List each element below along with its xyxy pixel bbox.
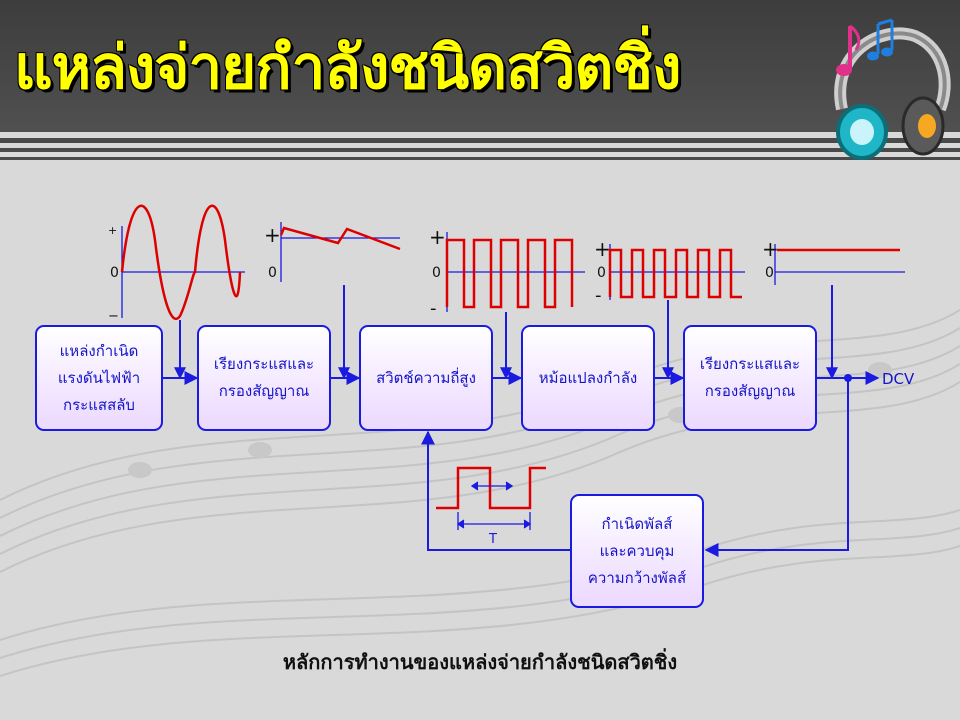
sine-wave [120,204,242,320]
header-stripe [0,148,960,152]
block-ac-source: แหล่งกำเนิด แรงดันไฟฟ้า กระแสสลับ [35,325,163,431]
block-rectifier-filter-2: เรียงกระแสและ กรองสัญญาณ [683,325,817,431]
music-note-icon [836,18,894,76]
square-minus-label: - [430,298,437,319]
dc-plus-label: + [264,223,281,247]
block-power-transformer: หม้อแปลงกำลัง [521,325,655,431]
block-rectifier-filter-1: เรียงกระแสและ กรองสัญญาณ [197,325,331,431]
figure-caption: หลักการทำงานของแหล่งจ่ายกำลังชนิดสวิตชิ่… [282,650,678,674]
header-stripe [0,157,960,160]
headphones-icon [834,18,951,160]
dc-zero-label: 0 [268,265,277,281]
feedback-line [704,378,849,557]
block-line: กรองสัญญาณ [704,382,796,400]
dc-ripple-wave [279,226,401,251]
sine-plus-label: + [108,224,117,237]
block-line: แรงดันไฟฟ้า [57,368,141,387]
pwm-to-switch-line [421,430,570,551]
pwm-pulse-wave [436,466,546,510]
block-hf-switch: สวิตช์ความถี่สูง [359,325,493,431]
block-line: เรียงกระแสและ [699,355,801,373]
block-line: เรียงกระแสและ [213,355,315,373]
block-line: กระแสสลับ [63,395,135,414]
output-zero-label: 0 [765,265,774,281]
output-label: DCV [882,370,915,388]
header-stripe [0,138,960,143]
page-title: แหล่งจ่ายกำลังชนิดสวิตชิ่ง [14,33,681,103]
square-wave [445,238,574,309]
square-zero-label: 0 [432,265,441,281]
header-bar [0,0,960,132]
block-line: แหล่งกำเนิด [59,341,139,360]
block-line: กรองสัญญาณ [218,382,310,400]
junction-dot [844,374,852,382]
sine-minus-label: − [108,309,119,324]
block-pwm-controller: กำเนิดพัลส์ และควบคุม ความกว้างพัลส์ [570,494,704,608]
period-label: T [488,532,497,547]
block-line: กำเนิดพัลส์ [601,514,673,533]
block-line: ความกว้างพัลส์ [587,568,687,587]
output-plus-label: + [762,237,779,261]
square-plus-label: + [429,225,446,249]
block-line: หม้อแปลงกำลัง [538,368,638,387]
block-line: และควบคุม [599,541,675,560]
transformer-plus-label: + [594,237,611,261]
block-line: สวิตช์ความถี่สูง [376,368,476,387]
transformer-wave [608,248,742,299]
transformer-zero-label: 0 [597,265,606,281]
sine-zero-label: 0 [110,265,119,281]
transformer-minus-label: - [595,285,602,306]
